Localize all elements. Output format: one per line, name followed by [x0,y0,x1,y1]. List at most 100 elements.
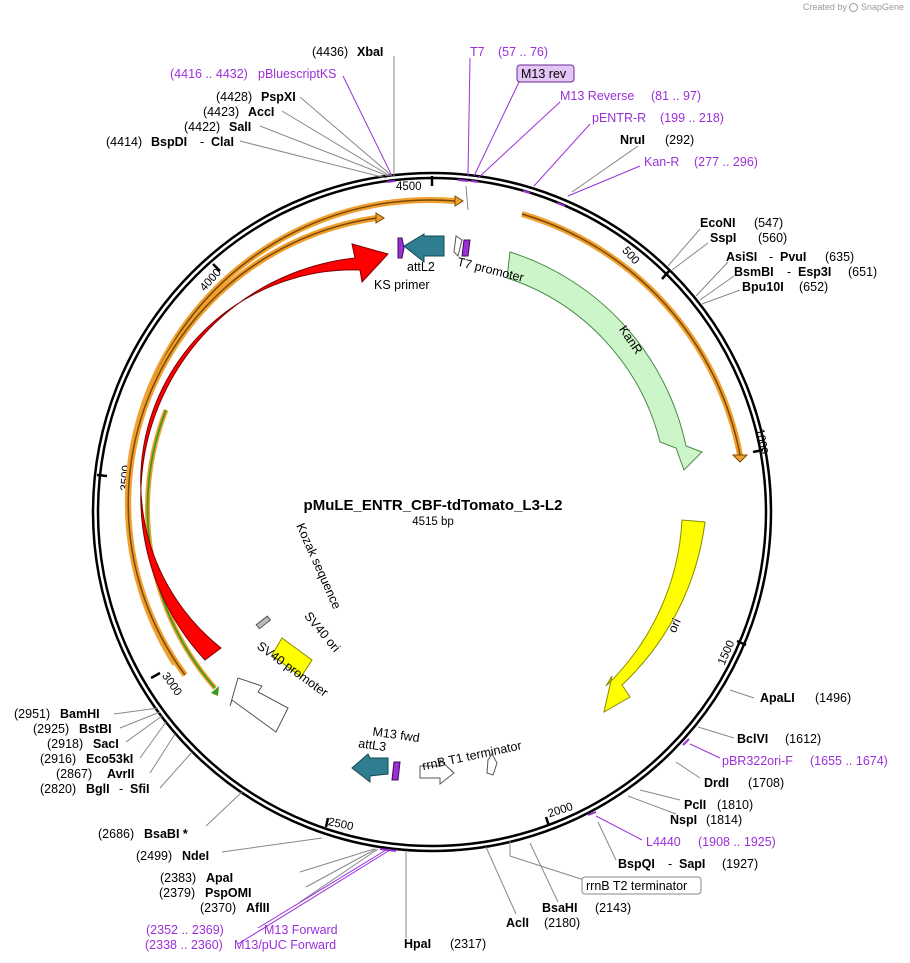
enzyme-pos: (635) [825,250,854,264]
enzyme-name: ApaLI [760,691,795,705]
rrnb-t2-arrow[interactable] [486,753,498,776]
tick-label: 2500 [327,816,355,833]
primer-range: (1655 .. 1674) [810,754,888,768]
attl3-label: attL3 [357,736,387,754]
enzyme-name: AflII [246,901,270,915]
enzyme-name: ApaI [206,871,233,885]
enzyme-name: PspXI [261,90,296,104]
attl3-arrow[interactable] [351,753,389,784]
primer-range: (57 .. 76) [498,45,548,59]
ks-primer-label: KS primer [374,278,430,292]
enzyme-pos: (2143) [595,901,631,915]
primer-labels: T7 (57 .. 76) M13 rev M13 Reverse (81 ..… [145,45,888,952]
primer-name: T7 [470,45,485,59]
m13-rev-label: M13 rev [521,67,567,81]
plasmid-name: pMuLE_ENTR_CBF-tdTomato_L3-L2 [304,497,563,514]
credit-text: Created by [802,2,847,12]
enzyme-labels: (4436) XbaI (4428) PspXI (4423) AccI (44… [14,45,877,951]
enzyme-alt: Esp3I [798,265,831,279]
t7-promoter-arrow[interactable] [453,235,463,257]
enzyme-name: PspOMI [205,886,252,900]
enzyme-name: BclVI [737,732,768,746]
primer-range: (199 .. 218) [660,111,724,125]
kanr-feature[interactable] [506,251,703,471]
enzyme-name: BsaBI * [144,827,188,841]
enzyme-name: NspI [670,813,697,827]
attl2-arrow[interactable] [403,233,445,264]
enzyme-pos: (292) [665,133,694,147]
sv40-ori-label: SV40 ori [301,609,343,655]
enzyme-pos: (4428) [216,90,252,104]
tick-label: 3000 [159,670,184,698]
primer-name: M13 Forward [264,923,338,937]
m13-fwd-label: M13 fwd [372,725,421,745]
enzyme-name: BspQI [618,857,655,871]
enzyme-pos: (1496) [815,691,851,705]
primer-leader-lines [237,57,721,945]
rrnb-t2-box[interactable] [581,876,702,895]
primer-name: pBluescriptKS [258,67,337,81]
rrnb-t1-arrow[interactable] [419,758,455,786]
enzyme-name: PclI [684,798,706,812]
m13-rev-box[interactable] [516,64,575,83]
enzyme-alt: SfiI [130,782,149,796]
primer-name: Kan-R [644,155,679,169]
enzyme-name: BamHI [60,707,100,721]
enzyme-name: AccI [248,105,274,119]
enzyme-alt: PvuI [780,250,806,264]
enzyme-name: HpaI [404,937,431,951]
enzyme-name: SspI [710,231,736,245]
enzyme-name: EcoNI [700,216,735,230]
enzyme-pos: (651) [848,265,877,279]
primer-range: (1908 .. 1925) [698,835,776,849]
tdtomato-feature[interactable] [140,243,389,661]
enzyme-pos: (2951) [14,707,50,721]
enzyme-name: BglI [86,782,110,796]
enzyme-name: Bpu10I [742,280,784,294]
enzyme-name: XbaI [357,45,383,59]
primer-name: pENTR-R [592,111,646,125]
enzyme-pos: (2499) [136,849,172,863]
enzyme-pos: (2925) [33,722,69,736]
primer-range: (2338 .. 2360) [145,938,223,952]
kozak-label: Kozak sequence [293,521,343,611]
backbone-outer [91,171,773,853]
tdtomato-label: tdTomato [175,382,198,436]
enzyme-pos: (560) [758,231,787,245]
enzyme-name: BspDI [151,135,187,149]
credit-brand: SnapGene [860,2,904,12]
enzyme-name: DrdI [704,776,729,790]
enzyme-name: SalI [229,120,251,134]
enzyme-pos: (4436) [312,45,348,59]
sv40-ori-box[interactable] [271,637,313,678]
primer-name: L4440 [646,835,681,849]
m13-fwd-marker[interactable] [391,761,401,781]
enzyme-pos: (1708) [748,776,784,790]
enzyme-pos: (4414) [106,135,142,149]
enzyme-leader-lines [113,56,755,938]
enzyme-name: BstBI [79,722,112,736]
svg-text:-: - [787,265,791,279]
tick-marks [96,176,764,828]
ori-label: ori [665,616,683,634]
enzyme-pos: (1814) [706,813,742,827]
kozak-marker[interactable] [255,615,272,630]
svg-text:-: - [200,135,204,149]
svg-text:-: - [119,782,123,796]
t7-primer-marker[interactable] [461,239,471,257]
enzyme-pos: (1612) [785,732,821,746]
ks-primer-marker[interactable] [397,237,405,259]
backbone-primer-marks [379,179,690,852]
primer-name: M13 Reverse [560,89,634,103]
ori-feature[interactable] [603,519,706,714]
enzyme-pos: (2370) [200,901,236,915]
enzyme-name: BsaHI [542,901,577,915]
enzyme-pos: (2317) [450,937,486,951]
enzyme-pos: (547) [754,216,783,230]
enzyme-name: AclI [506,916,529,930]
snapgene-logo-icon [849,3,859,13]
enzyme-alt: SapI [679,857,705,871]
plasmid-length: 4515 bp [412,516,454,528]
sv40-promoter-arrow[interactable] [229,677,289,733]
tick-label: 1000 [753,428,769,455]
